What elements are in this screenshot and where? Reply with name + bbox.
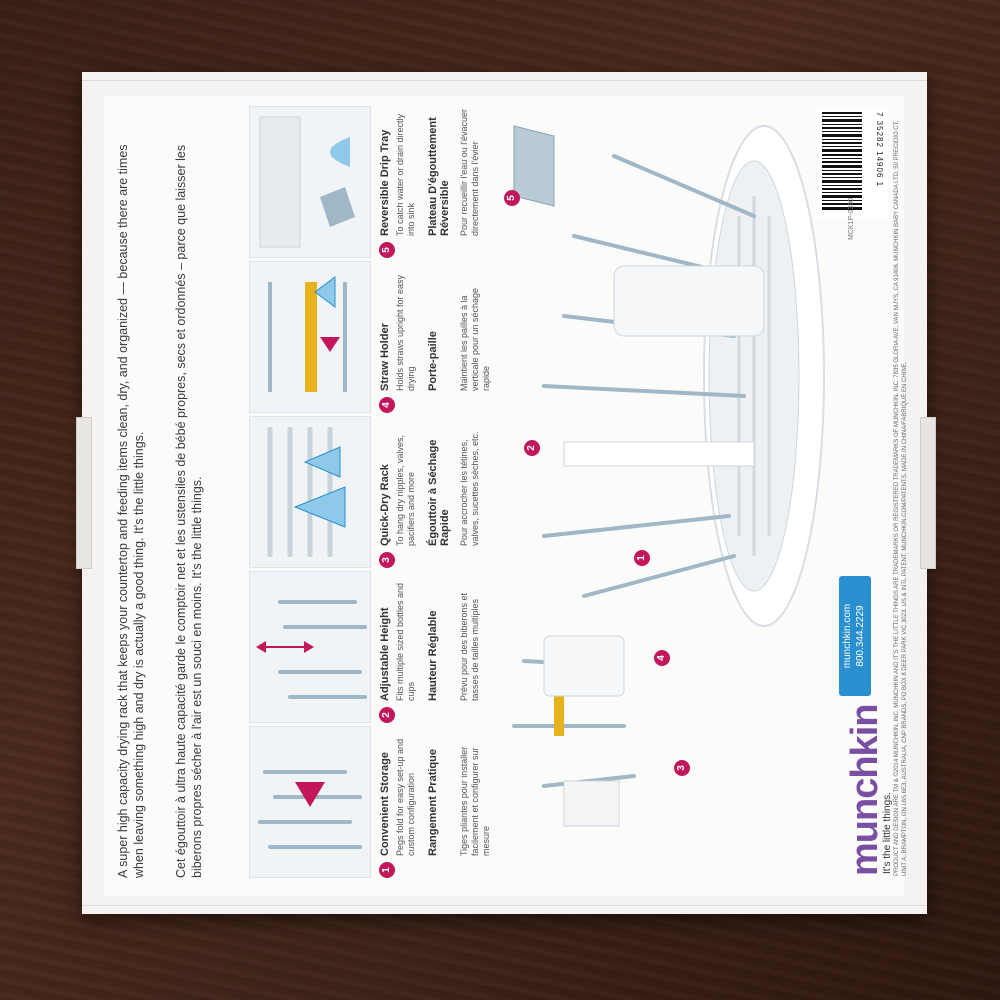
feature-desc-fr: Tiges pliantes pour installer facilement… bbox=[459, 746, 491, 856]
barcode-area: 7 35282 14906 1 bbox=[818, 108, 888, 218]
website-badge: munchkin.com 800.344.2229 bbox=[839, 576, 871, 696]
tagline: It's the little things. bbox=[882, 792, 893, 874]
callout-number: 2 bbox=[524, 440, 540, 456]
logo-text: munchkin bbox=[844, 704, 886, 876]
model-number: MCK1P-0330 bbox=[848, 197, 855, 240]
callout-number: 4 bbox=[654, 650, 670, 666]
feature-title-en: Quick-Dry Rack bbox=[379, 464, 391, 546]
feature-thumb-height bbox=[249, 571, 371, 723]
phone-text: 800.344.2229 bbox=[855, 605, 866, 667]
feature-desc-en: Fits multiple sized bottles and cups bbox=[395, 582, 416, 701]
drip-tray-icon bbox=[250, 107, 370, 257]
callout-number: 3 bbox=[674, 760, 690, 776]
rotated-panel-content: A super high capacity drying rack that k… bbox=[104, 96, 908, 896]
printed-panel: A super high capacity drying rack that k… bbox=[104, 96, 908, 896]
website-text: munchkin.com bbox=[842, 603, 853, 669]
barcode bbox=[104, 891, 154, 996]
feature-item: 2 Adjustable Height Fits multiple sized … bbox=[249, 571, 499, 723]
feature-number: 4 bbox=[379, 397, 395, 413]
feature-desc-fr: Pour recueillir l'eau ou l'évacuer direc… bbox=[459, 108, 480, 236]
feature-number: 3 bbox=[379, 552, 395, 568]
feature-desc-fr: Pour accrocher les tétines, valves, suce… bbox=[459, 431, 480, 546]
legal-text: PRODUCT AND DESIGN ARE TM & ©2014 MUNCHK… bbox=[894, 120, 908, 876]
feature-desc-en: To hang dry nipples, valves, pacifiers a… bbox=[395, 434, 416, 546]
drying-rack-icon bbox=[512, 125, 825, 827]
feature-list: 1 Convenient Storage Pegs fold for easy … bbox=[249, 96, 499, 896]
feature-title-fr: Plateau D'égouttement Réversible bbox=[427, 117, 451, 236]
straw-holder-icon bbox=[250, 262, 370, 412]
box-edge-top bbox=[82, 80, 927, 81]
upc-number: 7 35282 14906 1 bbox=[875, 112, 884, 188]
feature-title-en: Reversible Drip Tray bbox=[379, 129, 391, 236]
feature-title-en: Convenient Storage bbox=[379, 752, 391, 856]
box-edge-bottom bbox=[82, 905, 927, 906]
feature-thumb-quickdry bbox=[249, 416, 371, 568]
feature-item: 5 Reversible Drip Tray To catch water or… bbox=[249, 106, 499, 258]
box-side-tab-left bbox=[76, 417, 92, 569]
feature-item: 1 Convenient Storage Pegs fold for easy … bbox=[249, 726, 499, 878]
munchkin-logo: munchkin bbox=[844, 705, 887, 876]
nipple-rack-icon bbox=[250, 417, 370, 567]
description-french: Cet égouttoir à ultra haute capacité gar… bbox=[174, 144, 204, 878]
callout-number: 5 bbox=[504, 190, 520, 206]
feature-desc-en: Holds straws upright for easy drying bbox=[395, 274, 416, 391]
feature-number: 1 bbox=[379, 862, 395, 878]
drying-rack-illustration: 5 2 3 4 1 bbox=[504, 96, 904, 896]
feature-desc-fr: Maintient les pailles à la verticale pou… bbox=[459, 287, 491, 391]
rack-pegs-icon bbox=[250, 727, 370, 877]
feature-desc-en: To catch water or drain directly into si… bbox=[395, 113, 416, 236]
height-arrow-icon bbox=[250, 572, 370, 722]
feature-desc-en: Pegs fold for easy set-up and custom con… bbox=[395, 738, 416, 856]
feature-desc-fr: Prévu pour des biberons et tasses de tai… bbox=[459, 592, 480, 701]
feature-number: 5 bbox=[379, 242, 395, 258]
feature-thumb-storage bbox=[249, 726, 371, 878]
feature-title-fr: Porte-paille bbox=[427, 331, 439, 391]
feature-title-en: Straw Holder bbox=[379, 323, 391, 391]
feature-title-fr: Hauteur Réglable bbox=[427, 610, 439, 701]
feature-thumb-tray bbox=[249, 106, 371, 258]
barcode-icon bbox=[822, 112, 862, 210]
feature-title-fr: Rangement Pratique bbox=[427, 749, 439, 856]
feature-thumb-straw bbox=[249, 261, 371, 413]
feature-item: 4 Straw Holder Holds straws upright for … bbox=[249, 261, 499, 413]
callout-number: 1 bbox=[634, 550, 650, 566]
feature-item: 3 Quick-Dry Rack To hang dry nipples, va… bbox=[249, 416, 499, 568]
feature-number: 2 bbox=[379, 707, 395, 723]
box-side-tab-right bbox=[920, 417, 936, 569]
description-english: A super high capacity drying rack that k… bbox=[116, 144, 146, 878]
feature-title-fr: Égouttoir à Séchage Rapide bbox=[427, 439, 451, 546]
feature-title-en: Adjustable Height bbox=[379, 607, 391, 701]
